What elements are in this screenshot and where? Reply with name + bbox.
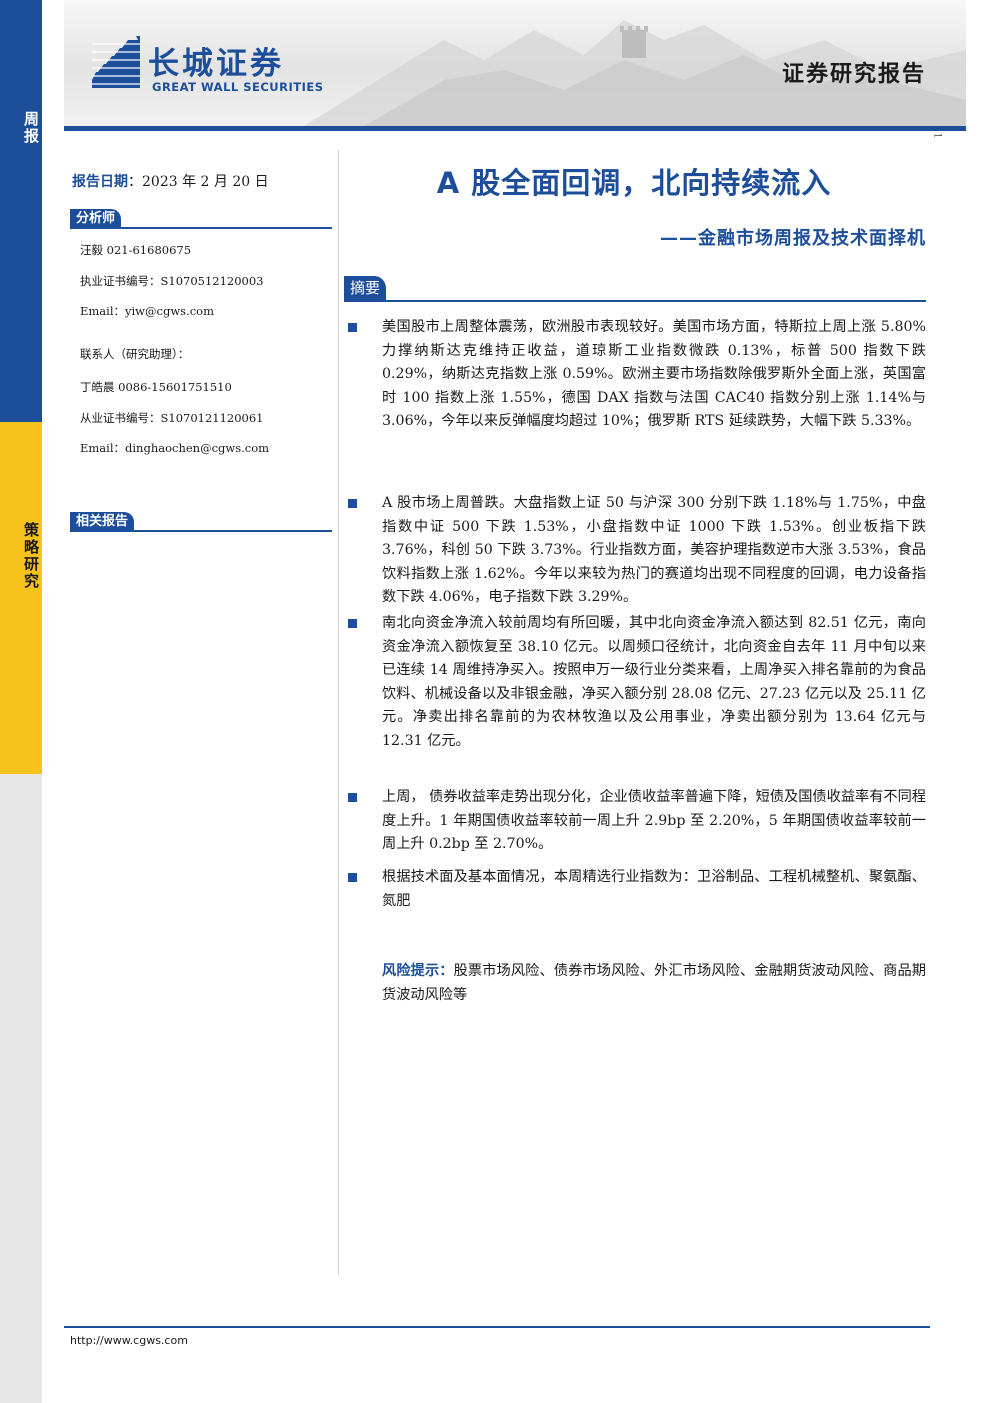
analyst-license: 执业证书编号：S1070512120003 <box>80 274 264 288</box>
company-logo-icon <box>92 36 140 88</box>
bullet-text: 美国股市上周整体震荡，欧洲股市表现较好。美国市场方面，特斯拉上周上涨 5.80%… <box>382 319 926 430</box>
column-divider <box>338 150 339 1275</box>
page-number: 1 <box>931 132 943 139</box>
abstract-heading: 摘要 <box>344 276 926 302</box>
assistant-email[interactable]: Email：dinghaochen@cgws.com <box>80 441 270 455</box>
analyst-name-phone: 汪毅 021-61680675 <box>80 243 192 257</box>
report-date-label: 报告日期 <box>72 174 128 190</box>
footer-website-link[interactable]: http://www.cgws.com <box>70 1334 188 1347</box>
analyst-email[interactable]: Email：yiw@cgws.com <box>80 304 215 318</box>
assistant-license: 从业证书编号：S1070121120061 <box>80 411 264 425</box>
great-wall-background <box>304 20 966 126</box>
research-type-label: 策略研究 <box>22 522 40 590</box>
bullet-text: 根据技术面及基本面情况，本周精选行业指数为：卫浴制品、工程机械整机、聚氨酯、氮肥 <box>382 869 926 909</box>
header-divider <box>64 126 966 131</box>
page-header <box>64 0 966 126</box>
report-date: 报告日期：2023 年 2 月 20 日 <box>72 171 269 191</box>
abstract-bullet-bonds: 上周， 债券收益率走势出现分化，企业债收益率普遍下降，短债及国债收益率有不同程度… <box>348 786 926 857</box>
assistant-name-phone: 丁皓晨 0086-15601751510 <box>80 380 232 394</box>
bullet-text: 南北向资金净流入较前周均有所回暖，其中北向资金净流入额达到 82.51 亿元，南… <box>382 615 926 749</box>
report-type-label: 证券研究报告 <box>781 62 926 87</box>
abstract-bullet-sector-picks: 根据技术面及基本面情况，本周精选行业指数为：卫浴制品、工程机械整机、聚氨酯、氮肥 <box>348 866 926 913</box>
related-reports-heading: 相关报告 <box>70 510 332 532</box>
bullet-text: 上周， 债券收益率走势出现分化，企业债收益率普遍下降，短债及国债收益率有不同程度… <box>382 789 926 853</box>
sidebar-blue-band <box>0 0 42 422</box>
report-title: A 股全面回调，北向持续流入 <box>436 166 832 200</box>
contact-label: 联系人（研究助理）： <box>80 347 190 361</box>
report-subtitle: ——金融市场周报及技术面择机 <box>660 228 926 249</box>
bullet-square-icon <box>348 499 357 508</box>
related-reports-label: 相关报告 <box>70 512 135 532</box>
abstract-bullet-a-shares: A 股市场上周普跌。大盘指数上证 50 与沪深 300 分别下跌 1.18%与 … <box>348 492 926 610</box>
risk-warning-text: 股票市场风险、债券市场风险、外汇市场风险、金融期货波动风险、商品期货波动风险等 <box>382 963 926 1003</box>
bullet-square-icon <box>348 793 357 802</box>
sidebar-yellow-band <box>0 422 42 774</box>
report-date-value: ：2023 年 2 月 20 日 <box>128 174 269 190</box>
abstract-bullet-global-markets: 美国股市上周整体震荡，欧洲股市表现较好。美国市场方面，特斯拉上周上涨 5.80%… <box>348 316 926 434</box>
bullet-square-icon <box>348 873 357 882</box>
bullet-square-icon <box>348 619 357 628</box>
sidebar-grey-band <box>0 774 42 1403</box>
bullet-text: A 股市场上周普跌。大盘指数上证 50 与沪深 300 分别下跌 1.18%与 … <box>382 495 926 606</box>
footer-divider <box>64 1326 930 1328</box>
report-category-label: 周报 <box>22 111 40 145</box>
abstract-heading-label: 摘要 <box>344 276 387 300</box>
company-name-cn: 长城证券 <box>148 46 284 82</box>
analyst-section-heading: 分析师 <box>70 207 332 229</box>
risk-warning-label: 风险提示： <box>382 963 454 979</box>
bullet-square-icon <box>348 323 357 332</box>
company-name-en: GREAT WALL SECURITIES <box>152 80 324 94</box>
abstract-bullet-capital-flow: 南北向资金净流入较前周均有所回暖，其中北向资金净流入额达到 82.51 亿元，南… <box>348 612 926 754</box>
analyst-heading-label: 分析师 <box>70 209 122 229</box>
risk-warning: 风险提示：股票市场风险、债券市场风险、外汇市场风险、金融期货波动风险、商品期货波… <box>382 960 926 1007</box>
